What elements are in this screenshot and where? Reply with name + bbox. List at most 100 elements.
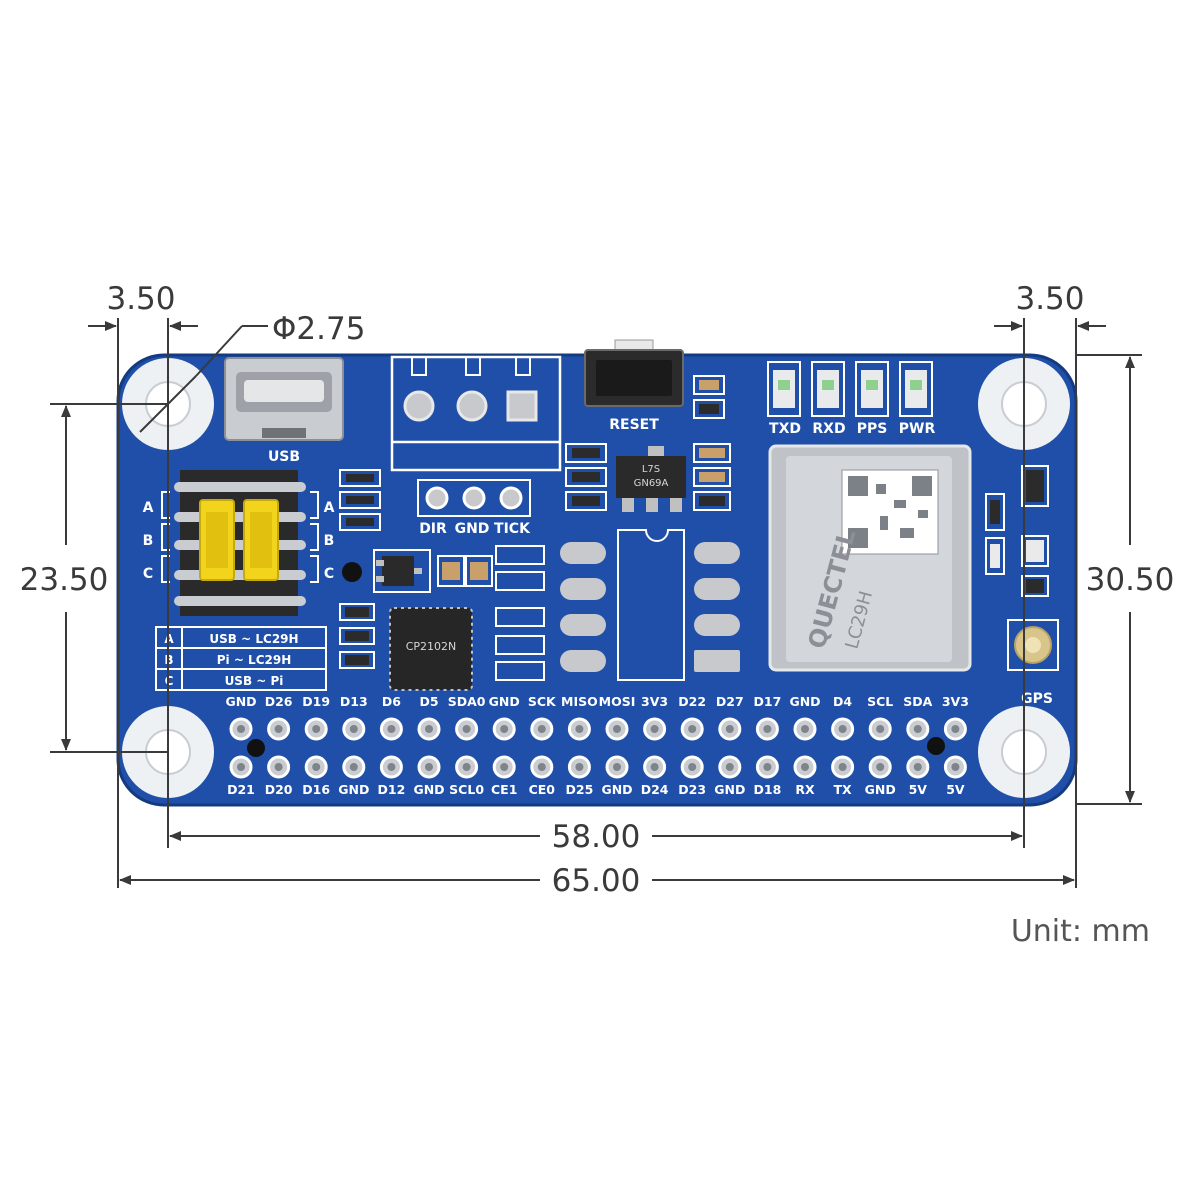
dim-left-offset: 3.50: [106, 281, 175, 317]
jumper-row-a-left: A: [143, 500, 154, 516]
gpio-pad-hole: [838, 763, 847, 771]
gnss-module: [768, 444, 972, 672]
gpio-pad-hole: [763, 763, 772, 771]
gps-label: GPS: [1021, 691, 1053, 707]
led-label-pps: PPS: [857, 421, 888, 437]
gpio-pad-hole: [688, 763, 697, 771]
terminal-label-dir: DIR: [419, 521, 447, 537]
jumper-row-c-right: C: [324, 566, 334, 582]
regulator-text-1: L7S: [642, 464, 660, 475]
fiducial-dot-left: [247, 739, 265, 757]
gpio-pad-hole: [876, 725, 885, 733]
gpio-pad-hole: [575, 725, 584, 733]
gpio-top-label: SCL: [867, 694, 893, 709]
dim-hole-diameter: Φ2.75: [272, 311, 365, 347]
gpio-bottom-label: D16: [302, 782, 330, 797]
gpio-pad-hole: [801, 725, 809, 733]
gpio-top-label: D26: [265, 694, 293, 709]
gpio-bottom-label: GND: [413, 782, 444, 797]
usb-label: USB: [268, 449, 300, 465]
jumper-table-key-a: A: [164, 632, 174, 646]
gpio-top-label: MOSI: [599, 694, 636, 709]
gpio-top-label: D13: [340, 694, 368, 709]
dim-board-height: 30.50: [1086, 562, 1175, 598]
gpio-pad-hole: [763, 725, 772, 733]
jumper-table-desc-a: USB ~ LC29H: [209, 632, 298, 646]
gpio-top-label: D19: [302, 694, 330, 709]
dim-horizontal-hole-spacing: 58.00: [552, 819, 641, 855]
dimension-lines: [50, 318, 1142, 888]
jumper-caps: [199, 499, 279, 581]
gpio-pad-hole: [387, 763, 396, 771]
jumper-table-desc-c: USB ~ Pi: [225, 674, 284, 688]
gpio-pad-hole: [725, 763, 734, 771]
gpio-pad-hole: [688, 725, 697, 733]
voltage-regulator: [616, 446, 686, 512]
gpio-bottom-label: D21: [227, 782, 255, 797]
smd-parts-fill: [345, 380, 1044, 665]
gpio-pad-hole: [537, 725, 546, 733]
gpio-top-label: 3V3: [942, 694, 969, 709]
gpio-top-label: SCK: [528, 694, 557, 709]
usb-connector: [224, 357, 344, 441]
jumper-row-c-left: C: [143, 566, 153, 582]
dim-board-width: 65.00: [552, 863, 641, 899]
gpio-pad-hole: [237, 725, 245, 733]
gpio-pad-hole: [876, 763, 885, 771]
gpio-bottom-label: GND: [714, 782, 745, 797]
gpio-pad-hole: [425, 763, 433, 771]
svg-text:CP2102N: CP2102N: [406, 640, 457, 653]
jumper-row-a-right: A: [324, 500, 335, 516]
gpio-top-label: GND: [489, 694, 520, 709]
gpio-bottom-label: D12: [378, 782, 406, 797]
gpio-bottom-label: 5V: [946, 782, 965, 797]
gpio-pad-hole: [838, 725, 847, 733]
dir-gnd-tick-header: [417, 479, 531, 517]
dim-vertical-hole-spacing: 23.50: [20, 562, 109, 598]
gpio-pad-hole: [425, 725, 433, 733]
gpio-top-label: D5: [419, 694, 438, 709]
solder-pads: [560, 542, 740, 672]
reset-label: RESET: [609, 417, 659, 433]
gpio-top-label: GND: [225, 694, 256, 709]
usb-uart-chip: CP2102N: [389, 607, 473, 691]
gpio-pad-hole: [725, 725, 734, 733]
gpio-pad-hole: [500, 725, 509, 733]
gpio-pad-hole: [951, 763, 960, 771]
gpio-top-label: 3V3: [641, 694, 668, 709]
gpio-pad-hole: [650, 763, 659, 771]
gpio-top-label: SDA: [903, 694, 932, 709]
gpio-top-label: MISO: [561, 694, 598, 709]
dim-right-offset: 3.50: [1015, 281, 1084, 317]
gpio-pad-hole: [650, 725, 659, 733]
reset-button: [584, 339, 684, 407]
gpio-pad-hole: [537, 763, 546, 771]
gpio-pad-hole: [312, 725, 321, 733]
jumper-table-desc-b: Pi ~ LC29H: [217, 653, 292, 667]
gpio-pad-hole: [237, 763, 245, 771]
gpio-pad-hole: [913, 763, 922, 771]
gpio-top-label: GND: [789, 694, 820, 709]
gpio-top-label: D17: [754, 694, 782, 709]
gpio-bottom-label: D25: [566, 782, 594, 797]
gpio-pad-hole: [312, 763, 321, 771]
gpio-bottom-label: CE1: [491, 782, 517, 797]
gpio-bottom-label: D24: [641, 782, 669, 797]
gpio-bottom-label: D18: [754, 782, 782, 797]
smd-components: [339, 375, 1049, 681]
gpio-pad-hole: [462, 725, 471, 733]
gpio-bottom-label: CE0: [529, 782, 556, 797]
gpio-pad-hole: [613, 763, 621, 771]
status-leds: [767, 361, 933, 417]
gpio-header: [229, 717, 967, 779]
gpio-bottom-label: SCL0: [449, 782, 484, 797]
led-label-rxd: RXD: [812, 421, 845, 437]
gpio-pad-hole: [387, 725, 396, 733]
gpio-bottom-label: GND: [601, 782, 632, 797]
gpio-pad-hole: [500, 763, 509, 771]
fiducial-dot: [342, 562, 362, 582]
jumper-row-b-left: B: [143, 533, 154, 549]
